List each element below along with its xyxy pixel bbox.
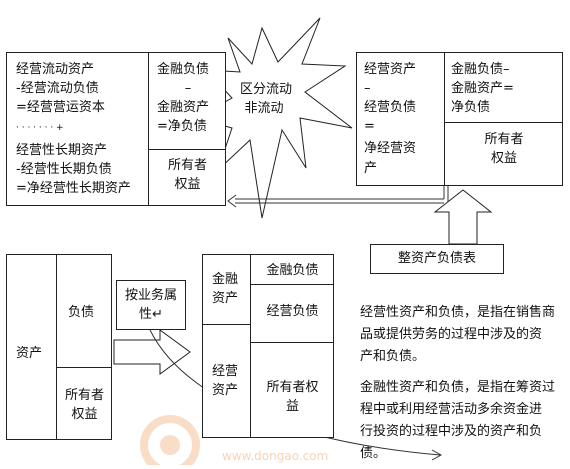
bm-op-liab: 经营负债 [266,304,319,319]
double-arrow-left [227,185,449,208]
op-line-4: · · · · · · · + [16,123,64,133]
desc-p1-line-2: 品或提供劳务的过程中涉及的资 [360,327,543,342]
tr-op-line-6: 产 [364,161,378,176]
bm-divider-v [250,254,251,438]
tr-equity-line-2: 权益 [490,151,517,166]
balance-sheet-label-box [370,244,504,274]
desc-p2-line-2: 程中或利用经营活动多余资金进 [360,402,543,417]
bl-equity-line-1: 所有者 [64,388,104,403]
bl-liability-label: 负债 [68,305,95,320]
watermark-logo-icon [140,415,200,465]
net-debt-line-4: =净负债 [157,119,207,134]
watermark-text: www.dongao.com [222,449,329,463]
net-debt-line-3: 金融资产 [157,100,210,115]
top-left-balance-box [6,52,226,206]
desc-p2-line-1: 金融性资产和负债，是指在筹资过 [360,380,556,395]
balance-sheet-label: 整资产负债表 [397,251,476,266]
tr-op-line-4: = [364,119,375,134]
top-right-divider-h [444,122,563,123]
bl-divider-h [56,367,112,368]
up-block-arrow [433,189,493,245]
bm-divider-h-left [202,324,250,325]
desc-p1-line-3: 产和负债。 [360,349,426,364]
op-line-1: 经营流动资产 [16,62,95,77]
top-right-divider-v [444,52,445,186]
desc-p2-line-3: 行投资的过程中涉及的资产和负 [360,424,543,439]
by-business-line-1: 按业务属 [124,288,177,303]
burst-label-1: 区分流动 [239,82,292,97]
bm-divider-h-right-2 [250,342,334,343]
bm-fin-asset-2: 资产 [212,291,239,306]
burst-shape [194,17,353,219]
equity-line-1: 所有者 [167,158,207,173]
bl-divider-v [56,254,57,440]
desc-p2-line-4: 债。 [360,446,387,461]
op-line-5: 经营性长期资产 [16,143,108,158]
bm-fin-asset-1: 金融 [212,272,239,287]
net-debt-line-2: – [184,81,192,96]
tr-fin-line-1: 金融负债– [451,62,510,77]
tr-fin-line-2: 金融资产= [451,81,514,96]
tr-fin-line-3: 净负债 [451,100,491,115]
top-left-divider-v [148,52,149,206]
tr-op-line-1: 经营资产 [364,62,417,77]
bl-equity-line-2: 权益 [71,407,98,422]
bm-op-asset-2: 资产 [212,383,239,398]
bl-asset-label: 资产 [16,346,43,361]
op-line-3: =经营营运资本 [16,100,105,115]
equity-line-2: 权益 [174,177,201,192]
op-line-2: -经营流动负债 [16,81,99,96]
bm-equity-2: 益 [285,399,299,414]
burst-label-2: 非流动 [244,101,284,116]
tr-op-line-3: 经营负债 [364,100,417,115]
net-debt-line-1: 金融负债 [157,62,210,77]
by-business-box [116,280,186,330]
top-left-divider-h [148,149,226,150]
op-line-6: -经营性长期负债 [16,162,112,177]
tr-op-line-5: 净经营资 [364,141,417,156]
desc-p1-line-1: 经营性资产和负债，是指在销售商 [360,305,556,320]
right-block-arrow [113,329,191,375]
op-line-7: =净经营性长期资产 [16,181,131,196]
top-right-balance-box [356,52,563,186]
bm-divider-h-right-1 [250,284,334,285]
tr-op-line-2: – [364,81,371,96]
tr-equity-line-1: 所有者 [484,132,524,147]
bm-op-asset-1: 经营 [212,364,239,379]
bm-equity-1: 所有者权 [266,380,319,395]
bottom-left-balance-box [6,254,112,440]
by-business-line-2: 性↵ [139,307,163,322]
bm-fin-liab: 金融负债 [266,263,319,278]
